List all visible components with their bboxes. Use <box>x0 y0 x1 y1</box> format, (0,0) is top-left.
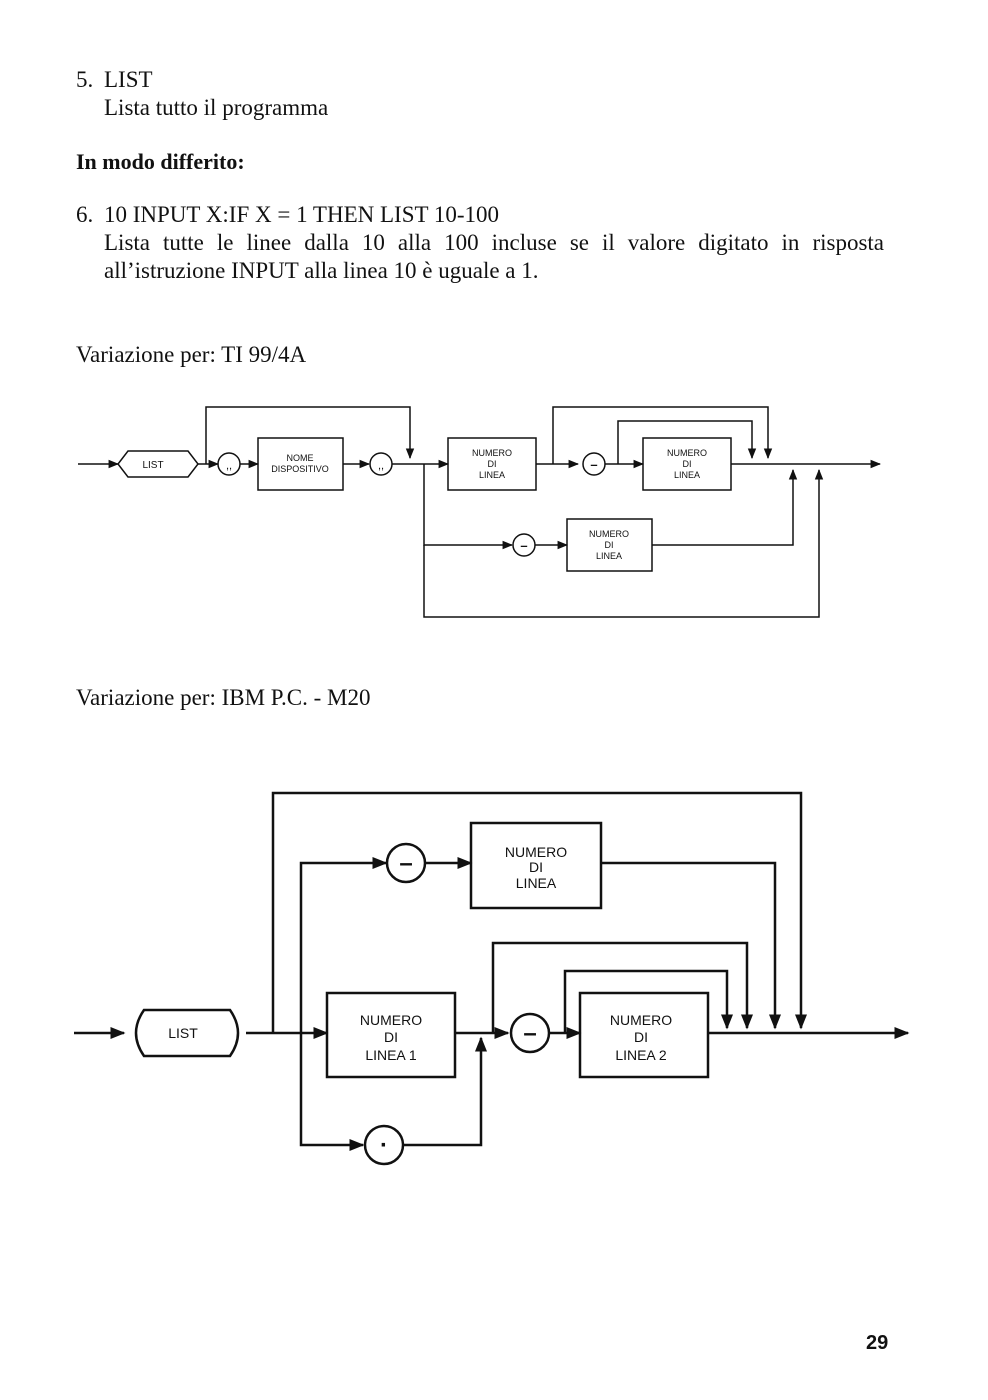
ibm-box1-label-3: LINEA 1 <box>365 1047 417 1063</box>
ibm-box1-label-2: DI <box>384 1029 398 1045</box>
ibm-dash-label-main: – <box>523 1020 536 1047</box>
caption-ti: Variazione per: TI 99/4A <box>76 342 307 367</box>
ibm-box-top-label-3: LINEA <box>516 875 557 891</box>
ti-comma-label-1: ,, <box>226 460 232 472</box>
ibm-line-box-top <box>469 821 603 910</box>
item-5-description: Lista tutto il programma <box>104 95 329 120</box>
ti-box1-label-3: LINEA <box>479 470 505 480</box>
ti-syntax-diagram: LIST ,, NOME DISPOSITIVO ,, NUMERO DI LI… <box>78 406 882 618</box>
ibm-list-label: LIST <box>168 1025 198 1041</box>
ibm-syntax-diagram: LIST – NUMERO DI LINEA NUMERO DI LINEA 1… <box>74 791 910 1166</box>
item-6-command: 10 INPUT X:IF X = 1 THEN LIST 10-100 <box>104 202 500 227</box>
ibm-dot-label: · <box>380 1132 388 1159</box>
ti-device-label-1: NOME <box>287 453 314 463</box>
ti-box2-label-2: DI <box>683 459 692 469</box>
ibm-box2-label-1: NUMERO <box>610 1012 672 1028</box>
ti-dash-label-2: – <box>520 538 527 553</box>
ti-box2-label-1: NUMERO <box>667 448 707 458</box>
ti-box3-label-2: DI <box>605 540 614 550</box>
item-6-number: 6. <box>76 202 94 227</box>
ti-dash-label-1: – <box>590 457 597 472</box>
ibm-line-box-1 <box>325 991 457 1079</box>
ti-device-label-2: DISPOSITIVO <box>271 464 329 474</box>
section-heading: In modo differito: <box>76 149 245 174</box>
ibm-box2-label-3: LINEA 2 <box>615 1047 667 1063</box>
ibm-list-oval <box>134 1008 240 1058</box>
ti-list-label: LIST <box>142 460 163 471</box>
ibm-box1-label-1: NUMERO <box>360 1012 422 1028</box>
ti-box1-label-1: NUMERO <box>472 448 512 458</box>
ti-box3-label-1: NUMERO <box>589 529 629 539</box>
ibm-box-top-label-1: NUMERO <box>505 844 567 860</box>
item-6-description-line-2: all’istruzione INPUT alla linea 10 è ugu… <box>104 258 539 283</box>
item-5-command: LIST <box>104 67 153 92</box>
ti-box3-label-3: LINEA <box>596 551 622 561</box>
ti-comma-label-2: ,, <box>378 460 384 472</box>
ti-box1-label-2: DI <box>488 459 497 469</box>
ibm-line-box-2 <box>578 991 710 1079</box>
caption-ibm: Variazione per: IBM P.C. - M20 <box>76 685 371 710</box>
ibm-box2-label-2: DI <box>634 1029 648 1045</box>
page-number: 29 <box>866 1332 889 1354</box>
item-5-number: 5. <box>76 67 94 92</box>
ibm-dash-label-top: – <box>399 850 412 877</box>
item-6-description-line-1: Lista tutte le linee dalla 10 alla 100 i… <box>104 230 884 255</box>
ibm-box-top-label-2: DI <box>529 859 543 875</box>
ti-box2-label-3: LINEA <box>674 470 700 480</box>
ti-list-oval <box>117 450 199 478</box>
